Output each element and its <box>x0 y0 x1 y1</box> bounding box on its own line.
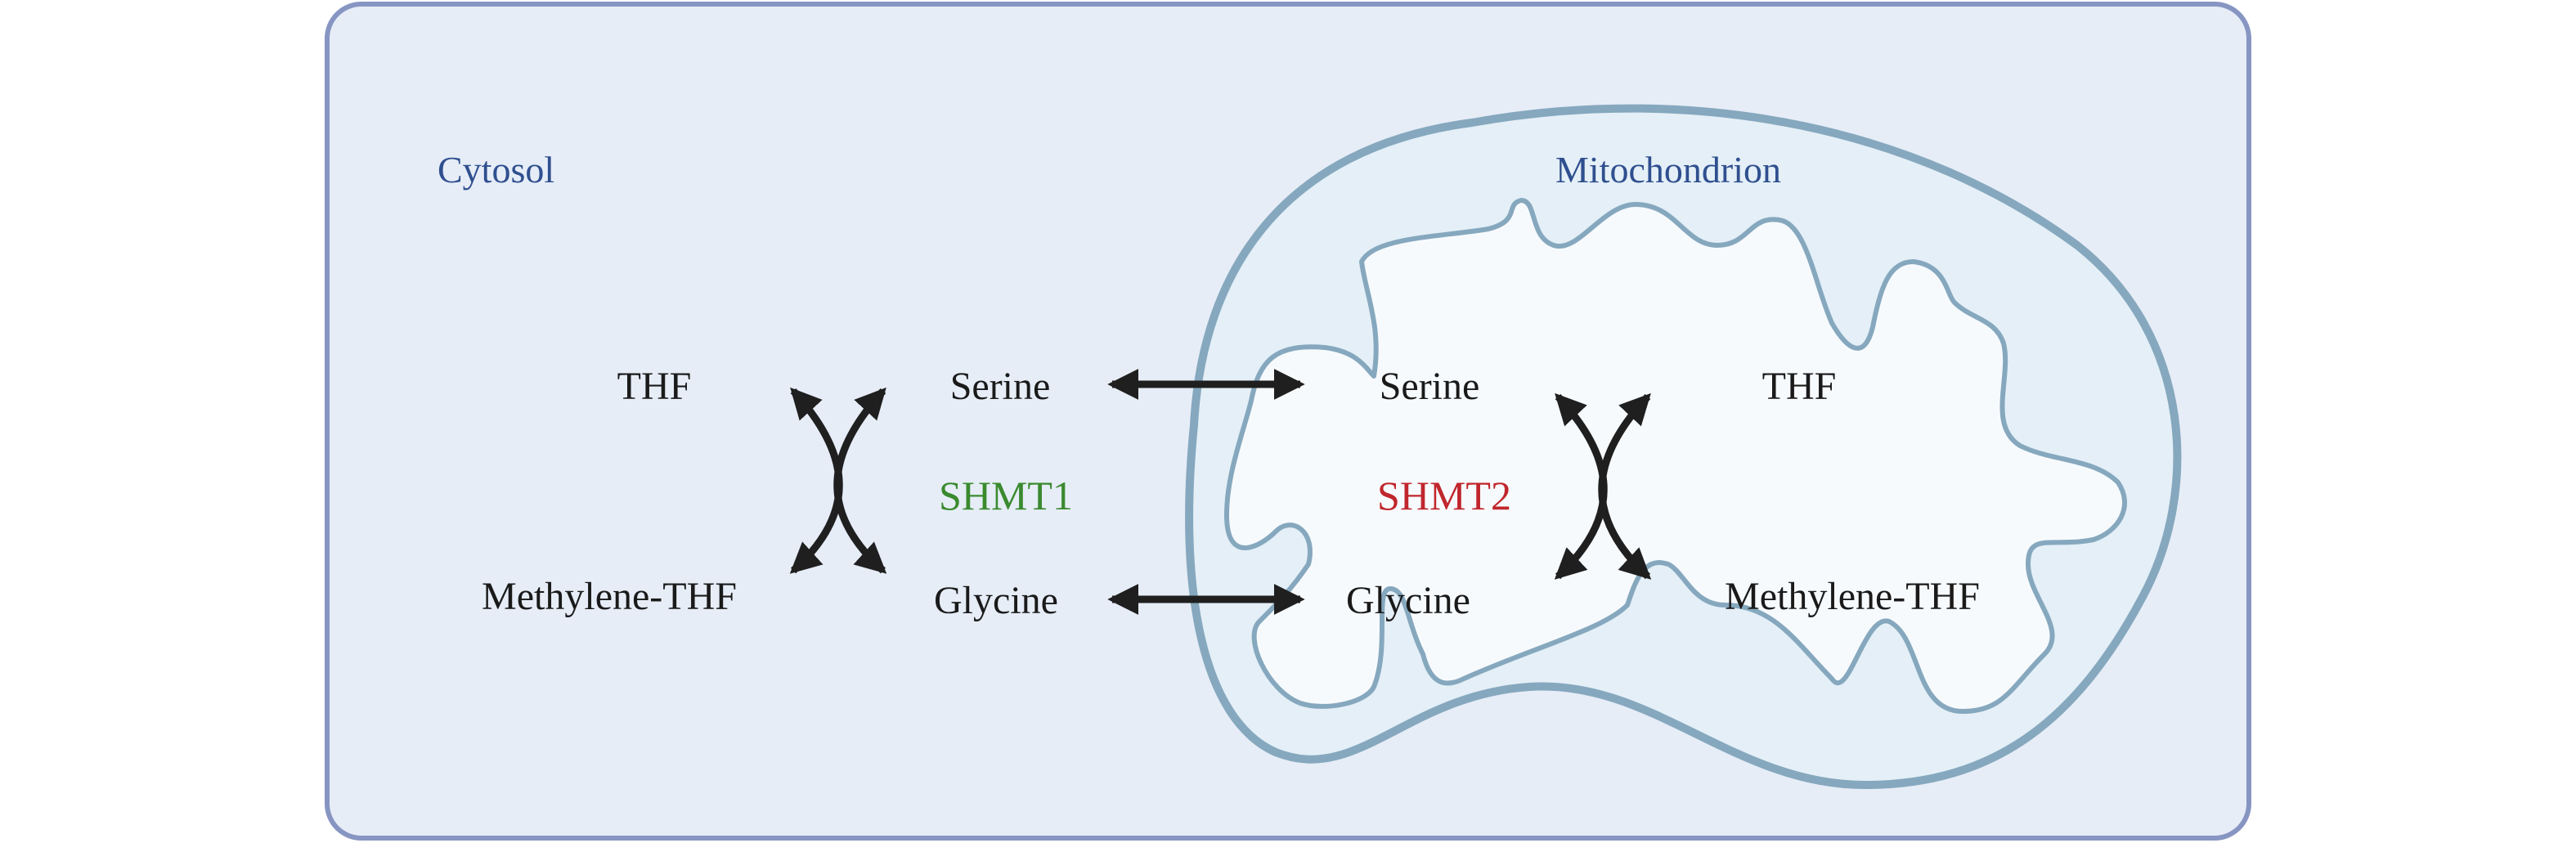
mitochondrion-inner-membrane <box>1224 198 2128 714</box>
cytosol-label: Cytosol <box>438 149 554 191</box>
mito-methylene-thf-label: Methylene-THF <box>1725 575 1980 618</box>
mito-serine-label: Serine <box>1380 365 1480 408</box>
shmt2-label: SHMT2 <box>1377 473 1511 518</box>
cytosol-serine-label: Serine <box>950 365 1051 408</box>
shmt2-reaction-arrow-b <box>1598 392 1652 580</box>
mitochondrion-label: Mitochondrion <box>1555 149 1781 191</box>
shmt1-label: SHMT1 <box>939 473 1073 518</box>
shmt1-reaction-arrow-b <box>833 387 887 574</box>
mito-thf-label: THF <box>1762 365 1837 408</box>
cytosol-thf-label: THF <box>617 365 692 408</box>
mito-glycine-label: Glycine <box>1346 579 1470 622</box>
cytosol-methylene-thf-label: Methylene-THF <box>482 575 737 618</box>
cytosol-glycine-label: Glycine <box>934 579 1058 622</box>
